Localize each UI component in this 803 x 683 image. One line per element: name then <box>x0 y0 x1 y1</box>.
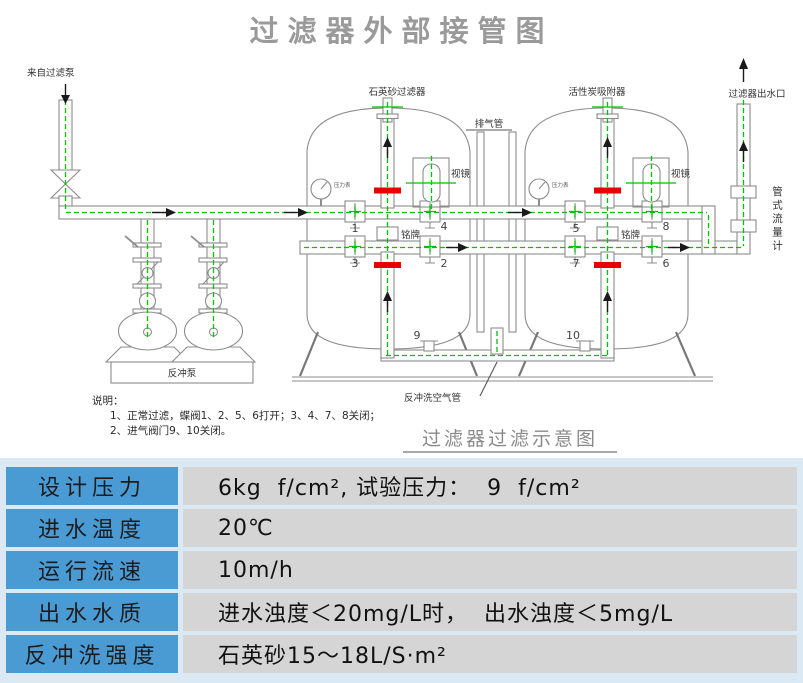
notes-line-2: 2、进气阀门9、10关闭。 <box>110 424 231 437</box>
valve-number-4: 4 <box>441 220 448 233</box>
table-row: 进水温度 20℃ <box>6 509 797 547</box>
valve-number-8: 8 <box>663 220 670 233</box>
air-valve-9 <box>420 340 438 352</box>
diagram-caption: 过滤器过滤示意图 <box>422 428 598 450</box>
airpipe-label: 反冲洗空气管 <box>404 392 461 404</box>
row-label: 设计压力 <box>6 467 178 505</box>
valve-number-9: 9 <box>414 329 421 342</box>
row-label: 反冲洗强度 <box>6 635 178 673</box>
flow-arrows <box>61 58 748 312</box>
row-value: 10m/h <box>183 551 797 589</box>
inlet-label: 来自过滤泵 <box>27 67 75 79</box>
row-value: 6kg f/cm², 试验压力： 9 f/cm² <box>183 467 797 505</box>
pipe-connector <box>701 205 716 255</box>
pump-base <box>110 361 254 384</box>
row-label: 进水温度 <box>6 509 178 547</box>
spec-table: 设计压力 6kg f/cm², 试验压力： 9 f/cm² 进水温度 20℃ 运… <box>0 458 803 683</box>
valve-number-10: 10 <box>566 329 580 342</box>
valve-number-3: 3 <box>352 257 359 270</box>
valve-number-1: 1 <box>352 222 359 235</box>
air-valve-10 <box>576 340 594 352</box>
row-value: 20℃ <box>183 509 797 547</box>
piping-diagram: 来自过滤泵 石英砂过滤器 活性炭吸附器 排气管 过滤器出水口 视镜 视镜 铭牌 … <box>27 58 786 453</box>
row-value: 进水浊度＜20mg/L时， 出水浊度＜5mg/L <box>183 593 797 631</box>
gauge1-label: 压力表 <box>334 181 351 189</box>
table-row: 运行流速 10m/h <box>6 551 797 589</box>
sight2-label: 视镜 <box>671 168 691 180</box>
table-row: 设计压力 6kg f/cm², 试验压力： 9 f/cm² <box>6 467 797 505</box>
pressure-gauge-1 <box>310 178 332 206</box>
exhaust-label: 排气管 <box>475 118 504 130</box>
row-label: 出水水质 <box>6 593 178 631</box>
valve-number-5: 5 <box>573 222 580 235</box>
valve-number-2: 2 <box>441 257 448 270</box>
exhaust-pipes <box>476 131 517 333</box>
valve-number-6: 6 <box>663 257 670 270</box>
gauge2-label: 压力表 <box>552 181 569 189</box>
outlet-label: 过滤器出水口 <box>728 88 785 100</box>
notes-heading: 说明： <box>92 394 124 407</box>
tank1-label: 石英砂过滤器 <box>368 86 426 98</box>
notes-line-1: 1、正常过滤，蝶阀1、2、5、6打开；3、4、7、8关闭； <box>110 409 380 422</box>
row-value: 石英砂15～18L/S·m² <box>183 635 797 673</box>
row-label: 运行流速 <box>6 551 178 589</box>
valve-number-7: 7 <box>573 257 580 270</box>
table-row: 反冲洗强度 石英砂15～18L/S·m² <box>6 635 797 673</box>
sight1-label: 视镜 <box>451 168 471 180</box>
flange-marks <box>374 187 621 268</box>
tank2-label: 活性炭吸附器 <box>568 86 626 98</box>
pressure-gauge-2 <box>528 178 550 206</box>
nameplate1-label: 铭牌 <box>401 229 421 241</box>
table-row: 出水水质 进水浊度＜20mg/L时， 出水浊度＜5mg/L <box>6 593 797 631</box>
page-title: 过滤器外部接管图 <box>249 14 554 48</box>
flowmeter-label: 管式流量计 <box>771 186 783 254</box>
pump-label: 反冲泵 <box>168 368 197 380</box>
nameplate2-label: 铭牌 <box>621 229 641 241</box>
